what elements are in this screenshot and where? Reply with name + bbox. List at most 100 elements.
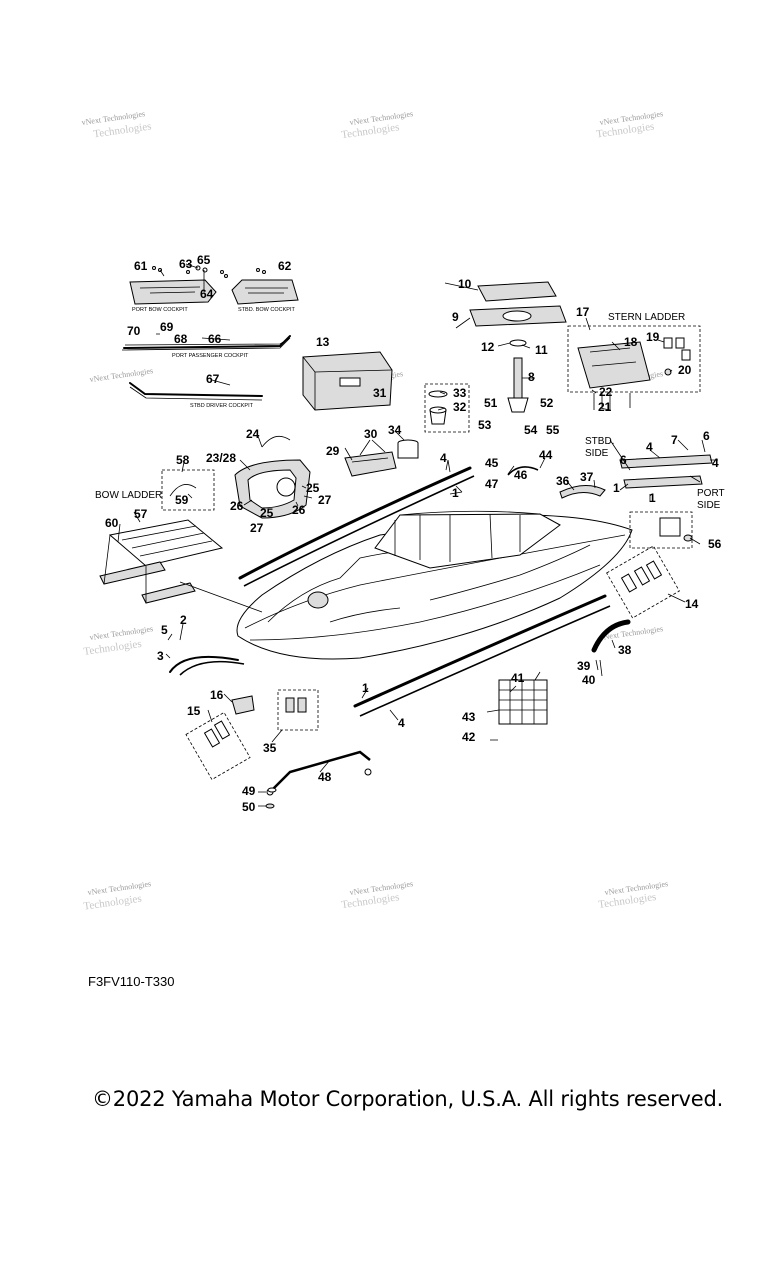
table-top [469,305,567,327]
callout-65: 65 [197,253,211,267]
callout-43: 43 [462,710,476,724]
callout-59: 59 [175,493,189,507]
callout-4c: 4 [712,456,719,470]
callout-67: 67 [206,372,220,386]
watermark: vNext Technologies Technologies [81,109,152,140]
part-38-strip [591,619,631,653]
watermark: vNext Technologies Technologies [83,624,154,658]
callout-61: 61 [134,259,148,273]
callout-45: 45 [485,456,499,470]
callout-55: 55 [546,423,560,437]
callout-1-lower: 1 [362,681,369,695]
callout-9: 9 [452,310,459,324]
callout-18: 18 [624,335,638,349]
callout-69: 69 [160,320,174,334]
callout-36: 36 [556,474,570,488]
callout-4a: 4 [440,451,447,465]
stern-ladder-hardware [593,393,631,410]
callout-21: 21 [598,400,612,414]
callout-50: 50 [242,800,256,814]
callout-6b: 6 [620,453,627,467]
grab-handle-44 [507,466,539,476]
callout-53: 53 [478,418,492,432]
callout-25b: 25 [260,506,274,520]
watermark: vNext Technologies Technologies [595,109,663,140]
callout-62: 62 [278,259,292,273]
callout-40: 40 [582,673,596,687]
callouts: 61 63 65 64 62 69 70 68 66 67 13 10 9 12… [105,253,722,814]
callout-49: 49 [242,784,256,798]
callout-70: 70 [127,324,141,338]
hatch-lid-23-28 [234,435,311,519]
callout-10: 10 [458,277,472,291]
svg-text:vNext Technologies: vNext Technologies [89,624,154,642]
callout-2: 2 [180,613,187,627]
callout-51: 51 [484,396,498,410]
cooler [302,351,393,411]
callout-52: 52 [540,396,554,410]
callout-66: 66 [208,332,222,346]
callout-6a: 6 [703,429,710,443]
watermark: vNext Technologies Technologies [597,879,668,911]
callout-5: 5 [161,623,168,637]
part-14-bracket [606,545,680,619]
part-15-bracket [185,711,251,781]
diagram-code: F3FV110-T330 [88,974,175,989]
port-side-label-2: SIDE [697,500,721,511]
callout-47: 47 [485,477,499,491]
callout-30: 30 [364,427,378,441]
watermark: vNext Technologies [89,366,154,384]
part-56-box [629,511,693,549]
stern-ladder-box [567,325,701,393]
callout-26b: 26 [292,503,306,517]
callout-57: 57 [134,507,148,521]
washers-49-50 [265,787,277,809]
bow-ladder-label: BOW LADDER [95,490,162,501]
watermark: vNext Technologies Technologies [341,879,414,911]
callout-26a: 26 [230,499,244,513]
port-bow-cockpit-label: PORT BOW COCKPIT [132,307,188,313]
callout-38: 38 [618,643,632,657]
callout-14: 14 [685,597,699,611]
callout-12: 12 [481,340,495,354]
port-passenger-cockpit-label: PORT PASSENGER COCKPIT [172,353,249,359]
svg-text:vNext Technologies: vNext Technologies [87,879,152,897]
callout-60: 60 [105,516,119,530]
callout-41: 41 [511,671,525,685]
port-side-label-1: PORT [697,488,725,499]
callout-24: 24 [246,427,260,441]
copyright-notice: ©2022 Yamaha Motor Corporation, U.S.A. A… [92,1087,724,1111]
stbd-bow-cockpit-panel: STBD. BOW COCKPIT [231,279,299,313]
stbd-side-label-1: STBD. [585,436,614,447]
stbd-bow-cockpit-label: STBD. BOW COCKPIT [238,307,295,313]
callout-27b: 27 [250,521,264,535]
port-passenger-cockpit-strip: PORT PASSENGER COCKPIT [121,335,291,359]
callout-16: 16 [210,688,224,702]
callout-63: 63 [179,257,193,271]
callout-11: 11 [535,343,548,357]
callout-42: 42 [462,730,476,744]
callout-17: 17 [576,305,590,319]
callout-35: 35 [263,741,277,755]
callout-33: 33 [453,386,467,400]
fasteners-63-65 [152,265,266,278]
callout-23-28: 23/28 [206,451,236,465]
cushion-pad [477,281,557,302]
callout-1a: 1 [452,486,459,500]
callout-68: 68 [174,332,188,346]
callout-3: 3 [157,649,164,663]
callout-54: 54 [524,423,538,437]
stern-ladder-label: STERN LADDER [608,312,685,323]
callout-1b: 1 [613,481,620,495]
callout-22: 22 [599,385,613,399]
callout-7: 7 [671,433,678,447]
callout-20: 20 [678,363,692,377]
callout-19: 19 [646,330,660,344]
watermark: vNext Technologies Technologies [341,109,414,141]
stbd-side-label-2: SIDE [585,448,609,459]
leader-lines [117,263,718,807]
callout-4d: 4 [398,716,405,730]
stbd-driver-cockpit-strip: STBD DRIVER COCKPIT [129,382,263,409]
port-bow-cockpit-panel: PORT BOW COCKPIT [129,279,217,313]
